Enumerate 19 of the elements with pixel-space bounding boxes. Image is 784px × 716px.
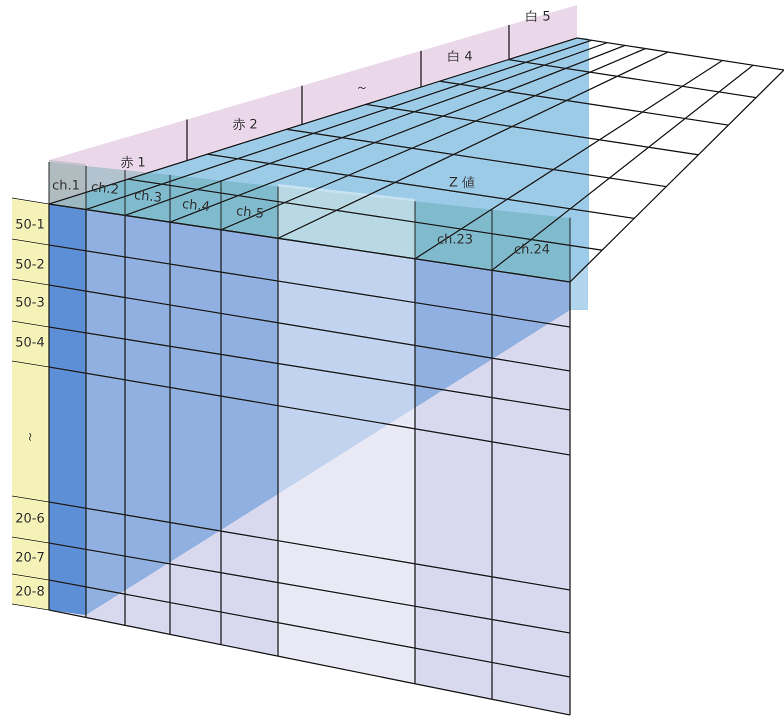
row-label: 50-2 bbox=[15, 258, 45, 272]
channel-label: ch.3 bbox=[134, 189, 162, 205]
header-label: 白 5 bbox=[525, 10, 551, 24]
row-label: 50-3 bbox=[15, 296, 45, 310]
header-label: 赤 1 bbox=[120, 156, 146, 170]
channel-label: ch.5 bbox=[236, 205, 264, 221]
row-label: ～ bbox=[24, 430, 36, 444]
row-label: 20-7 bbox=[15, 552, 45, 564]
row-label: 50-1 bbox=[15, 218, 45, 232]
channel-label: ch.2 bbox=[90, 181, 120, 197]
axis-label: Z 値 bbox=[448, 176, 476, 190]
row-label: 50-4 bbox=[15, 336, 45, 350]
header-label: 赤 2 bbox=[232, 118, 258, 132]
row-label: 20-6 bbox=[15, 512, 45, 526]
header-label: ～ bbox=[356, 82, 368, 94]
header-label: 白 4 bbox=[447, 50, 473, 64]
channel-label: ch.1 bbox=[52, 180, 80, 192]
row-label: 20-8 bbox=[15, 586, 45, 598]
channel-label: ch.4 bbox=[182, 198, 210, 214]
